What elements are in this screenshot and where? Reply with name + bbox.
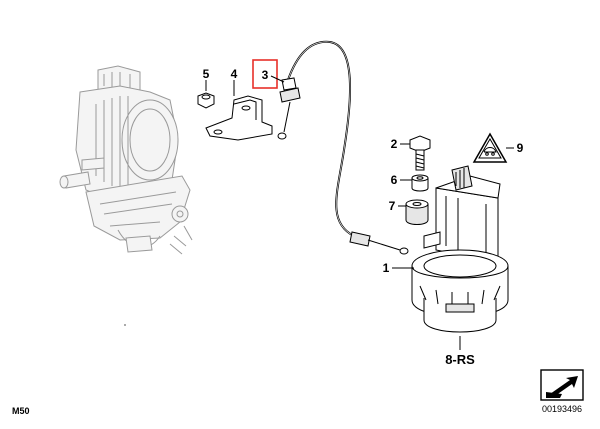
part-9-warning-label[interactable] bbox=[472, 132, 514, 163]
callout-1[interactable]: 1 bbox=[383, 261, 390, 275]
part-6-bushing[interactable] bbox=[400, 174, 429, 192]
part-7-spacer[interactable] bbox=[398, 199, 429, 225]
throttle-body-illustration bbox=[59, 65, 193, 255]
callout-3-highlight-box bbox=[252, 59, 278, 89]
callout-8-rs[interactable]: 8-RS bbox=[445, 352, 475, 367]
callout-3[interactable]: 3 bbox=[262, 68, 269, 82]
model-code: M50 bbox=[12, 406, 30, 416]
part-1-actuator[interactable] bbox=[392, 165, 509, 350]
next-diagram-arrow-icon[interactable] bbox=[540, 369, 584, 401]
diagram-number: 00193496 bbox=[542, 404, 582, 414]
part-3-throttle-cable[interactable] bbox=[277, 40, 409, 255]
callout-7[interactable]: 7 bbox=[389, 199, 396, 213]
callout-6[interactable]: 6 bbox=[391, 173, 398, 187]
callout-5[interactable]: 5 bbox=[203, 67, 210, 81]
part-4-bracket[interactable] bbox=[205, 80, 273, 141]
part-5-nut[interactable] bbox=[197, 80, 215, 109]
callout-2[interactable]: 2 bbox=[391, 137, 398, 151]
part-2-bolt[interactable] bbox=[400, 135, 431, 171]
callout-4[interactable]: 4 bbox=[231, 67, 238, 81]
callout-9[interactable]: 9 bbox=[517, 141, 524, 155]
